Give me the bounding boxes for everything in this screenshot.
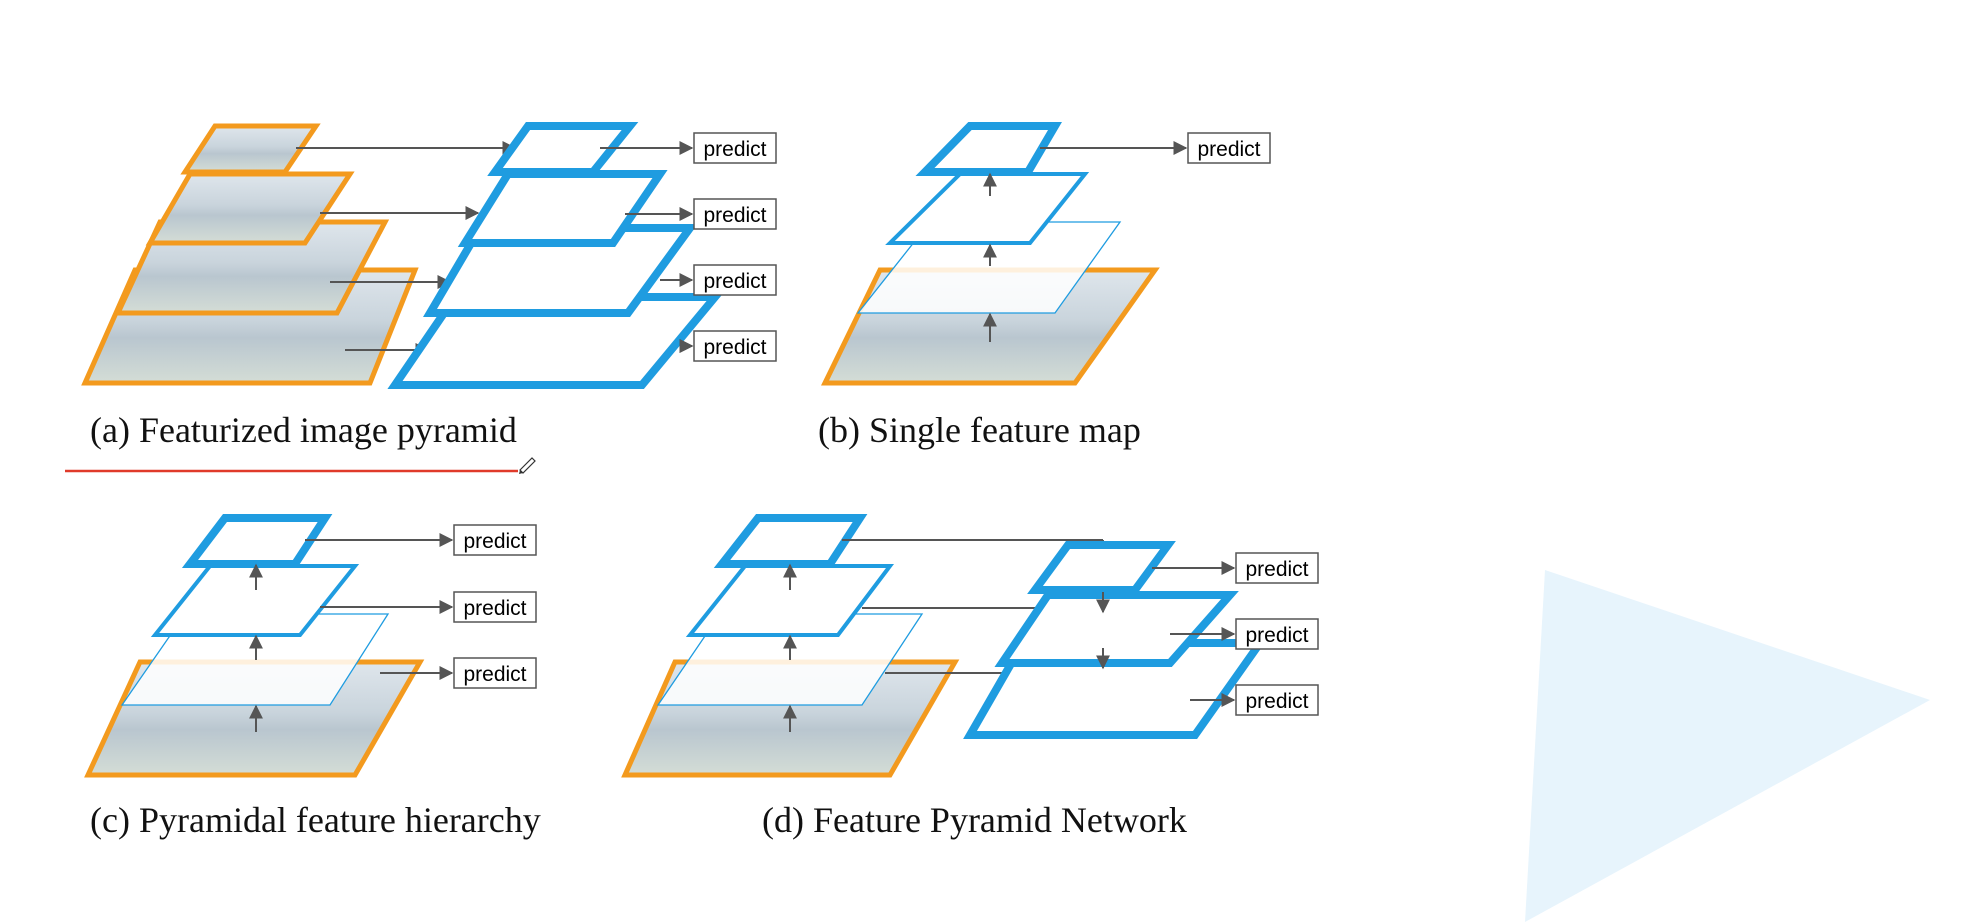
predict-label: predict <box>703 204 766 227</box>
predict-box: predict <box>693 198 777 230</box>
image-layer-2 <box>145 171 355 246</box>
feature-map-1 <box>487 122 639 176</box>
predict-box: predict <box>1187 132 1271 164</box>
feature-map-2 <box>885 172 1090 245</box>
predict-box: predict <box>453 591 537 623</box>
feature-map-1 <box>915 122 1062 176</box>
caption-b: (b) Single feature map <box>818 410 1141 450</box>
predict-box: predict <box>453 524 537 556</box>
predict-label: predict <box>1197 138 1260 161</box>
feature-pyramid-a <box>387 122 724 389</box>
panel-c: predict predict predict (c) Pyramidal fe… <box>84 514 541 840</box>
caption-d: (d) Feature Pyramid Network <box>762 800 1187 840</box>
image-pyramid <box>81 123 419 386</box>
predict-box: predict <box>693 330 777 362</box>
bottom-up-map-2 <box>685 564 895 637</box>
predict-label: predict <box>703 138 766 161</box>
predict-box: predict <box>1235 618 1319 650</box>
panel-a: predict predict predict predict (a) Feat… <box>81 122 777 450</box>
top-down-map-2 <box>994 591 1239 667</box>
predict-label: predict <box>703 270 766 293</box>
bottom-up-map-1 <box>713 514 868 568</box>
predict-box: predict <box>693 264 777 296</box>
predict-label: predict <box>463 597 526 620</box>
predict-label: predict <box>703 336 766 359</box>
feature-map-2 <box>457 170 668 247</box>
predict-box: predict <box>693 132 777 164</box>
feature-map-1 <box>181 514 333 568</box>
caption-a: (a) Featurized image pyramid <box>90 410 517 450</box>
caption-c: (c) Pyramidal feature hierarchy <box>90 800 541 840</box>
predict-box: predict <box>1235 552 1319 584</box>
predict-label: predict <box>1245 690 1308 713</box>
predict-box: predict <box>1235 684 1319 716</box>
predict-box: predict <box>453 657 537 689</box>
panel-d: predict predict predict (d) Feature Pyra… <box>621 514 1319 840</box>
predict-label: predict <box>463 663 526 686</box>
predict-label: predict <box>1245 624 1308 647</box>
image-layer-1 <box>180 123 321 175</box>
background-triangle <box>1525 570 1930 922</box>
pen-cursor-icon <box>519 457 536 474</box>
top-down-map-1 <box>1027 541 1176 594</box>
predict-label: predict <box>463 530 526 553</box>
panel-b: predict (b) Single feature map <box>818 122 1271 450</box>
top-down-pyramid <box>963 541 1268 739</box>
predict-label: predict <box>1245 558 1308 581</box>
feature-map-2 <box>150 564 360 637</box>
